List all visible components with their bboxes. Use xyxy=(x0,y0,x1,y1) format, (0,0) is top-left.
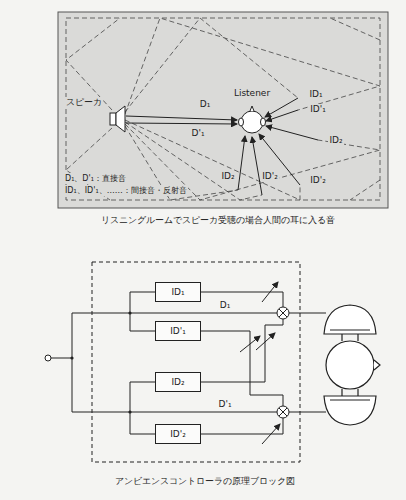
block-label: ID'₁ xyxy=(170,326,186,337)
reflection-path xyxy=(125,18,298,112)
nose xyxy=(250,106,254,111)
indirect-sound-arrow xyxy=(266,126,318,140)
junction-dot xyxy=(128,410,131,413)
direct-sound-arrow xyxy=(126,116,237,120)
ear-cup xyxy=(324,396,376,425)
junction-dots xyxy=(70,311,131,413)
legend-note: ID₁、ID'₁、……：間接音・反射音 xyxy=(64,185,188,196)
headphone-listener xyxy=(324,305,380,425)
delay-block: ID₁ xyxy=(155,282,201,302)
legend-note: リスニングルームでスピーカ受聴の場合人間の耳に入る音 xyxy=(100,215,336,226)
signal-label: D₁ xyxy=(199,99,212,110)
variable-gain-arrow xyxy=(262,424,280,444)
delay-block: ID'₂ xyxy=(155,424,201,444)
ear-cup-pad xyxy=(330,399,370,400)
indirect-sound-arrow xyxy=(266,110,298,121)
signal-label: D'₁ xyxy=(190,128,205,139)
figure-caption: アンビエンスコントローラの原理ブロック図 xyxy=(114,476,296,487)
junction-dot xyxy=(128,311,131,314)
delay-block: ID'₁ xyxy=(155,321,201,341)
reflection-path xyxy=(66,18,120,110)
ear-cup-mount xyxy=(342,334,358,396)
indirect-sound-arrow xyxy=(265,98,298,117)
signal-label: ID'₂ xyxy=(261,171,279,182)
indirect-sound-arrow xyxy=(259,134,300,185)
legend-note: D₁、D'₁：直接音 xyxy=(64,173,127,184)
room-panel xyxy=(58,12,388,208)
indirect-sound-arrow xyxy=(252,137,262,195)
speaker-body xyxy=(110,113,116,125)
ear-cup-pad xyxy=(330,329,370,330)
sound-arrows xyxy=(126,98,318,195)
block-label: ID₁ xyxy=(171,287,184,298)
wire xyxy=(201,418,283,434)
reflection-path xyxy=(330,18,380,40)
signal-label: スピーカ xyxy=(65,97,103,108)
ear xyxy=(261,118,266,126)
wire xyxy=(289,313,326,314)
multiplier-cross xyxy=(279,408,287,416)
junction-dot xyxy=(70,356,73,359)
signal-label: ID'₂ xyxy=(309,175,327,186)
nose xyxy=(374,360,380,370)
multiplier-cross xyxy=(279,309,287,317)
wire xyxy=(72,412,277,413)
wire xyxy=(72,313,277,314)
variable-gain-arrow xyxy=(256,333,275,350)
wire xyxy=(201,319,283,382)
delay-block: ID₂ xyxy=(155,372,201,392)
indirect-sound-arrow xyxy=(238,136,245,190)
head-outline xyxy=(326,341,374,389)
ear xyxy=(239,118,244,126)
wire xyxy=(201,292,283,307)
wire xyxy=(201,331,283,406)
multiplier-symbol xyxy=(277,406,289,418)
signal-label: Listener xyxy=(233,88,271,99)
multipliers xyxy=(277,307,289,418)
wire xyxy=(130,382,155,434)
gain-controls xyxy=(240,282,280,444)
ear-cup xyxy=(324,305,376,334)
wiring xyxy=(45,292,326,434)
speaker-symbol xyxy=(110,106,125,132)
block-label: ID'₂ xyxy=(170,429,186,440)
speaker-cone xyxy=(116,106,125,132)
signal-label: D₁ xyxy=(219,300,232,311)
signal-label: D'₁ xyxy=(217,399,232,410)
head-outline xyxy=(241,111,263,133)
reflection-path xyxy=(125,18,380,114)
multiplier-symbol xyxy=(277,307,289,319)
direct-sound-arrow xyxy=(126,123,237,124)
block-label: ID₂ xyxy=(171,377,184,388)
signal-label: ID₂ xyxy=(328,135,343,146)
signal-label: ID₁ xyxy=(308,89,323,100)
wire xyxy=(72,313,73,412)
signal-label: ID₂ xyxy=(220,171,235,182)
wire xyxy=(51,358,72,359)
signal-label: ID'₁ xyxy=(309,104,327,115)
variable-gain-arrow xyxy=(262,282,278,302)
controller-boundary xyxy=(92,262,300,462)
reflection-path xyxy=(350,180,380,200)
input-terminal xyxy=(45,355,51,361)
listener-head xyxy=(239,106,266,133)
wire xyxy=(289,412,326,413)
wire xyxy=(130,292,155,331)
